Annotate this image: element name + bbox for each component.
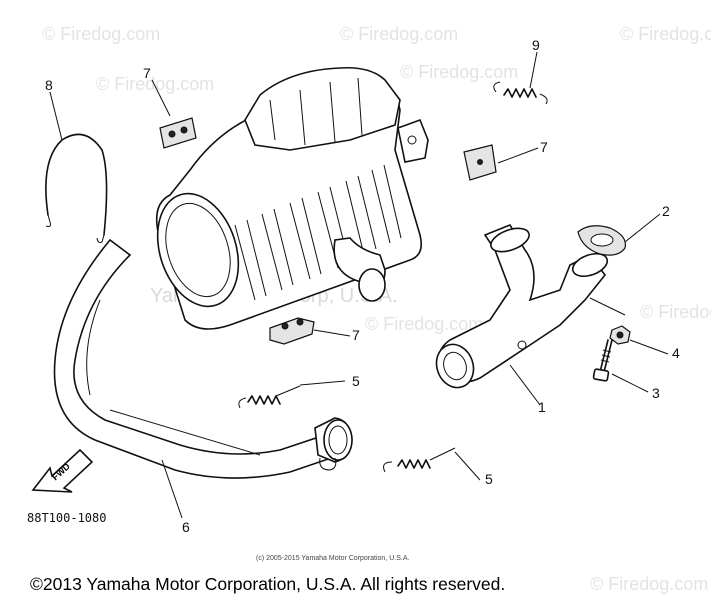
callout-3: 3 [652,385,660,401]
watermark-site: © Firedog.com [96,74,214,94]
muffler-assembly [155,66,429,330]
gasket [577,225,627,256]
damper-rubber-right [463,144,497,181]
watermark-site: © Firedog.com [590,574,708,594]
damper-rubber-center [269,317,315,345]
exhaust-header-pipe [53,238,353,479]
leader-lines [49,51,669,519]
callout-7: 7 [540,139,548,155]
spring-upper [238,385,301,409]
callout-5: 5 [485,471,493,487]
nut [609,325,631,345]
watermark-site: © Firedog.com [365,314,483,334]
callout-6: 6 [182,519,190,535]
small-copyright: (c) 2005-2015 Yamaha Motor Corporation, … [256,555,409,562]
callout-4: 4 [672,345,680,361]
coil-spring-long [45,133,108,243]
spring-lower [383,447,456,473]
spring-top-right [493,81,548,105]
callout-7: 7 [352,327,360,343]
watermark-site: © Firedog.com [42,24,160,44]
watermark-site: © Firedog.com [340,24,458,44]
main-copyright: ©2013 Yamaha Motor Corporation, U.S.A. A… [30,574,505,594]
callout-8: 8 [45,77,53,93]
diagram-code: 88T100-1080 [27,511,106,525]
fwd-arrow: FWD [31,448,94,493]
bolt [592,339,613,382]
watermark-site: © Firedog.com [400,62,518,82]
damper-rubber-left [159,117,197,149]
watermark-site: © Firedog.com [620,24,711,44]
callout-7: 7 [143,65,151,81]
callout-9: 9 [532,37,540,53]
callout-1: 1 [538,399,546,415]
callout-2: 2 [662,203,670,219]
exhaust-joint-pipe [435,224,609,389]
callout-labels: 1 2 3 4 5 5 6 7 7 7 8 9 [45,37,680,535]
watermark-site: © Firedog.com [640,302,711,322]
callout-5: 5 [352,373,360,389]
